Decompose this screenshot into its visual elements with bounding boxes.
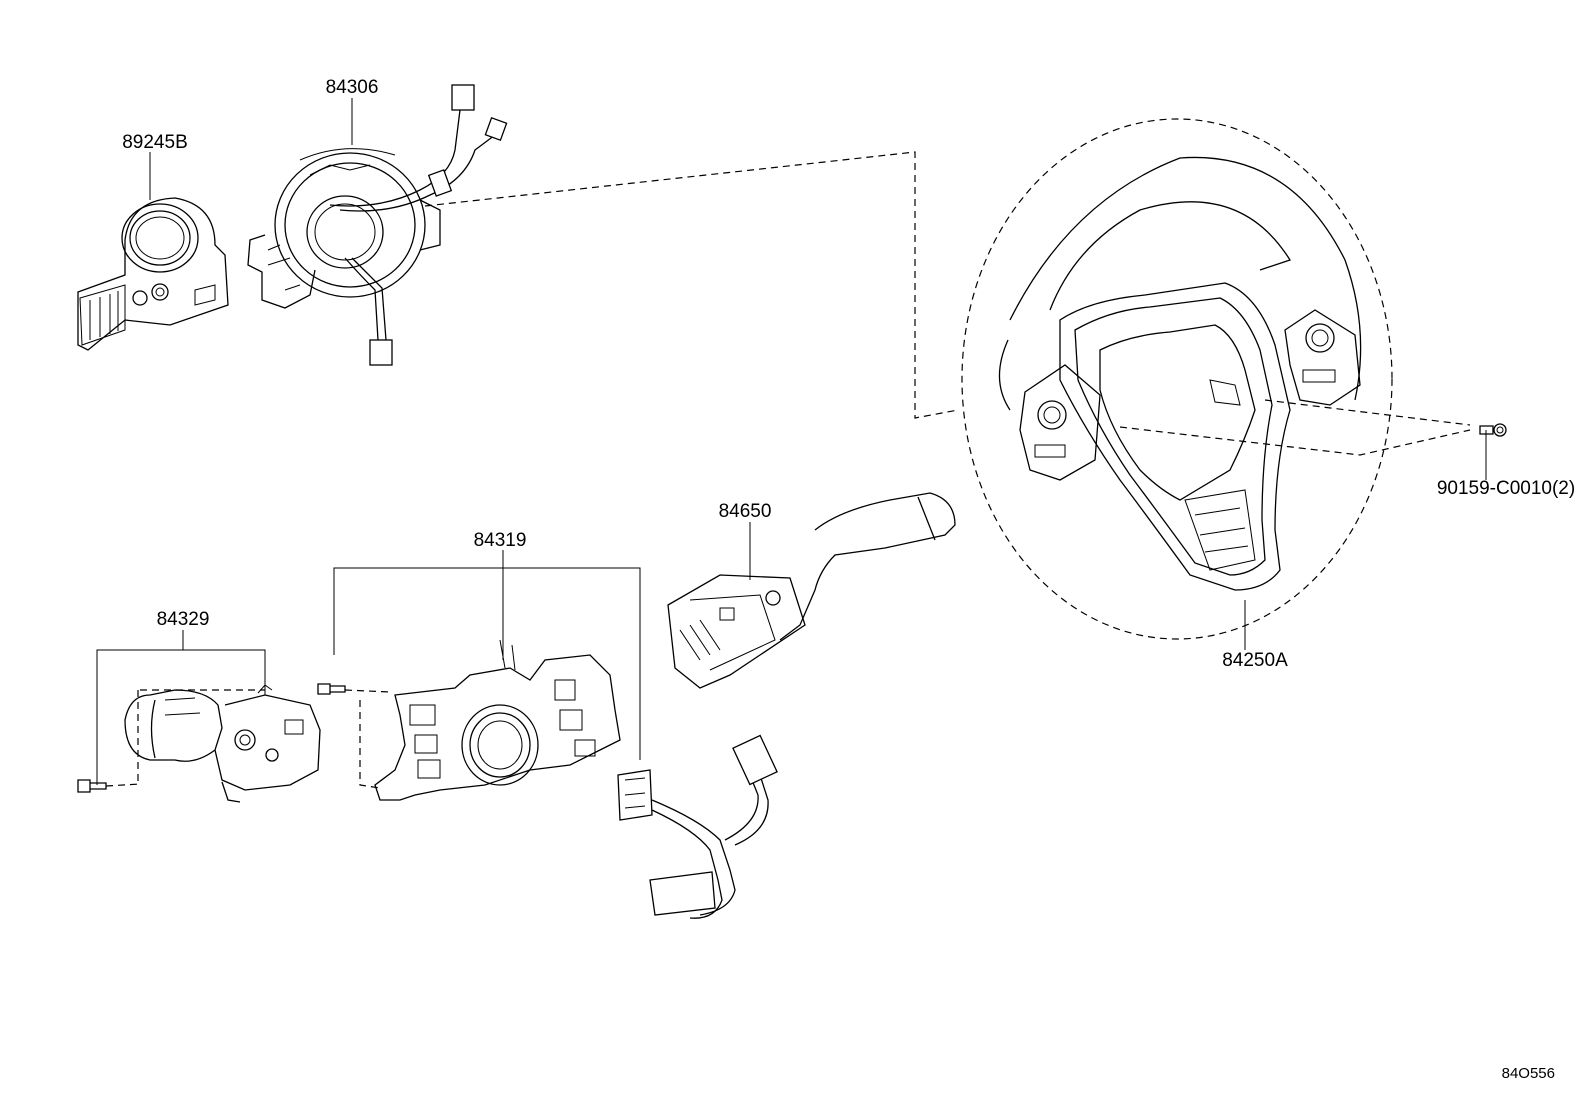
wire-harness xyxy=(649,734,778,919)
spiral-cable-84306[interactable]: 84306 xyxy=(247,77,508,366)
steering-wheel-84250a[interactable]: 84250A xyxy=(961,118,1393,671)
combination-switch-84319[interactable]: 84319 xyxy=(317,530,653,821)
assembly-line-spiral-to-wheel xyxy=(424,151,959,419)
part-label-90159: 90159-C0010(2) xyxy=(1437,478,1575,499)
part-label-84250a: 84250A xyxy=(1222,650,1288,671)
part-label-89245b: 89245B xyxy=(122,132,188,153)
bolt-90159-c0010[interactable]: 90159-C0010(2) xyxy=(1437,423,1575,499)
turn-signal-switch-84329[interactable]: 84329 xyxy=(77,609,321,803)
assembly-line-bolt-upper xyxy=(1264,399,1471,426)
bracket-84329 xyxy=(96,649,266,785)
part-label-84306: 84306 xyxy=(326,77,379,98)
diagram-id: 84O556 xyxy=(1502,1065,1555,1082)
steering-wheel-rim-outline xyxy=(961,118,1393,640)
part-label-84319: 84319 xyxy=(474,530,527,551)
steering-sensor-89245b[interactable]: 89245B xyxy=(77,132,229,351)
wiper-switch-84650[interactable]: 84650 xyxy=(667,492,956,689)
part-label-84329: 84329 xyxy=(157,609,210,630)
part-label-84650: 84650 xyxy=(719,501,772,522)
assembly-line-bolt-lower xyxy=(1119,426,1471,456)
bracket-84319 xyxy=(333,567,641,760)
